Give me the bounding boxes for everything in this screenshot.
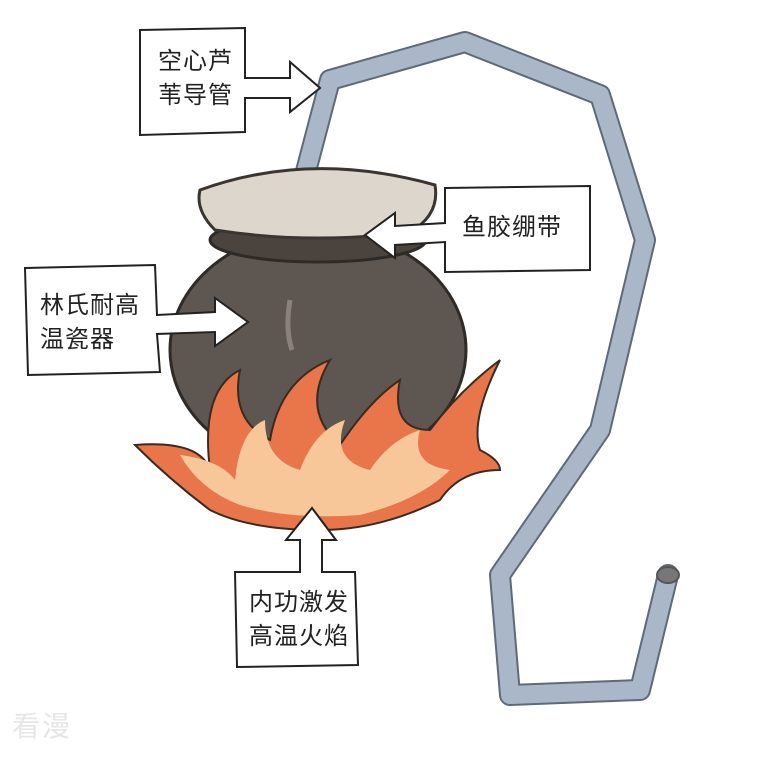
vessel-label: 林氏耐高 温瓷器 (40, 291, 140, 353)
watermark: 看漫 (12, 710, 73, 743)
callout-bandage (363, 184, 591, 274)
callout-tube (139, 26, 322, 137)
tube-label: 空心芦 苇导管 (158, 47, 233, 109)
bandage-label: 鱼胶绷带 (462, 213, 562, 241)
flame-label: 内功激发 高温火焰 (249, 588, 349, 650)
callout-flame (233, 506, 360, 669)
callout-vessel (23, 263, 250, 377)
reed-tube (294, 31, 680, 706)
flames (132, 357, 502, 532)
